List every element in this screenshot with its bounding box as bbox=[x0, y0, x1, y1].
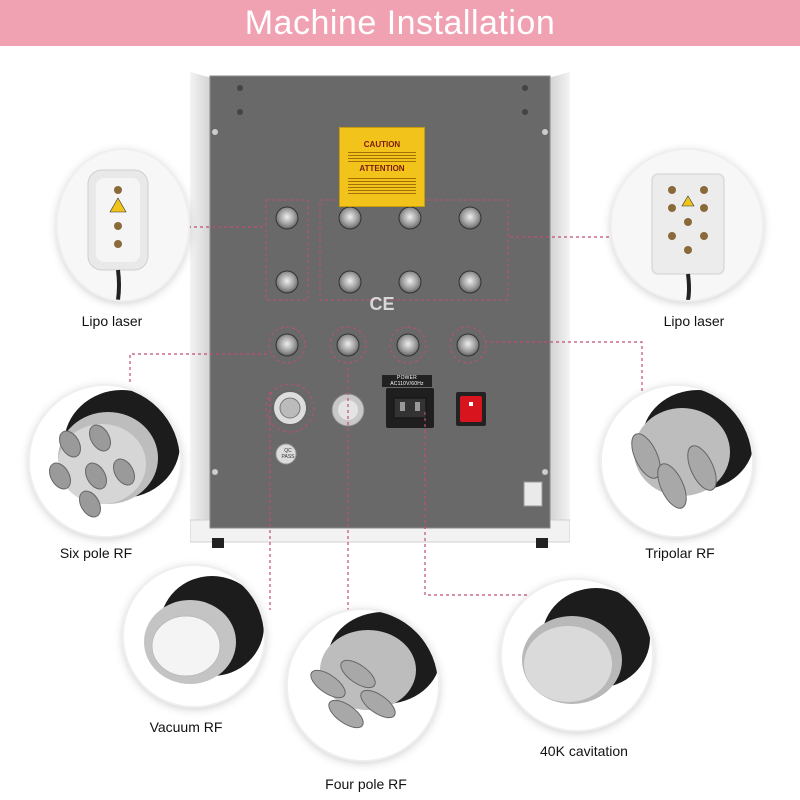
accessory-tripolar-rf bbox=[602, 386, 752, 536]
label-40k-cavitation: 40K cavitation bbox=[540, 743, 628, 759]
accessory-40k-cavitation bbox=[502, 580, 652, 730]
page-title: Machine Installation bbox=[244, 4, 556, 42]
ce-mark: CE bbox=[369, 294, 395, 314]
label-lipo-laser-left: Lipo laser bbox=[81, 313, 143, 329]
accessory-six-pole-rf bbox=[30, 386, 180, 536]
qc-label: QC PASS bbox=[281, 448, 295, 460]
attention-heading: ATTENTION bbox=[359, 164, 405, 173]
label-four-pole-rf: Four pole RF bbox=[325, 776, 407, 792]
caution-heading: CAUTION bbox=[363, 140, 401, 149]
title-banner bbox=[0, 0, 800, 46]
accessory-lipo-laser-right bbox=[612, 150, 762, 300]
label-vacuum-rf: Vacuum RF bbox=[149, 719, 223, 735]
caution-label: CAUTION ATTENTION bbox=[339, 127, 425, 207]
accessory-four-pole-rf bbox=[288, 610, 438, 760]
power-label: POWER AC110V/60Hz bbox=[382, 375, 432, 387]
accessory-vacuum-rf bbox=[124, 566, 264, 706]
accessory-lipo-laser-left bbox=[58, 150, 188, 300]
label-lipo-laser-right: Lipo laser bbox=[663, 313, 725, 329]
label-six-pole-rf: Six pole RF bbox=[59, 545, 133, 561]
label-tripolar-rf: Tripolar RF bbox=[645, 545, 715, 561]
